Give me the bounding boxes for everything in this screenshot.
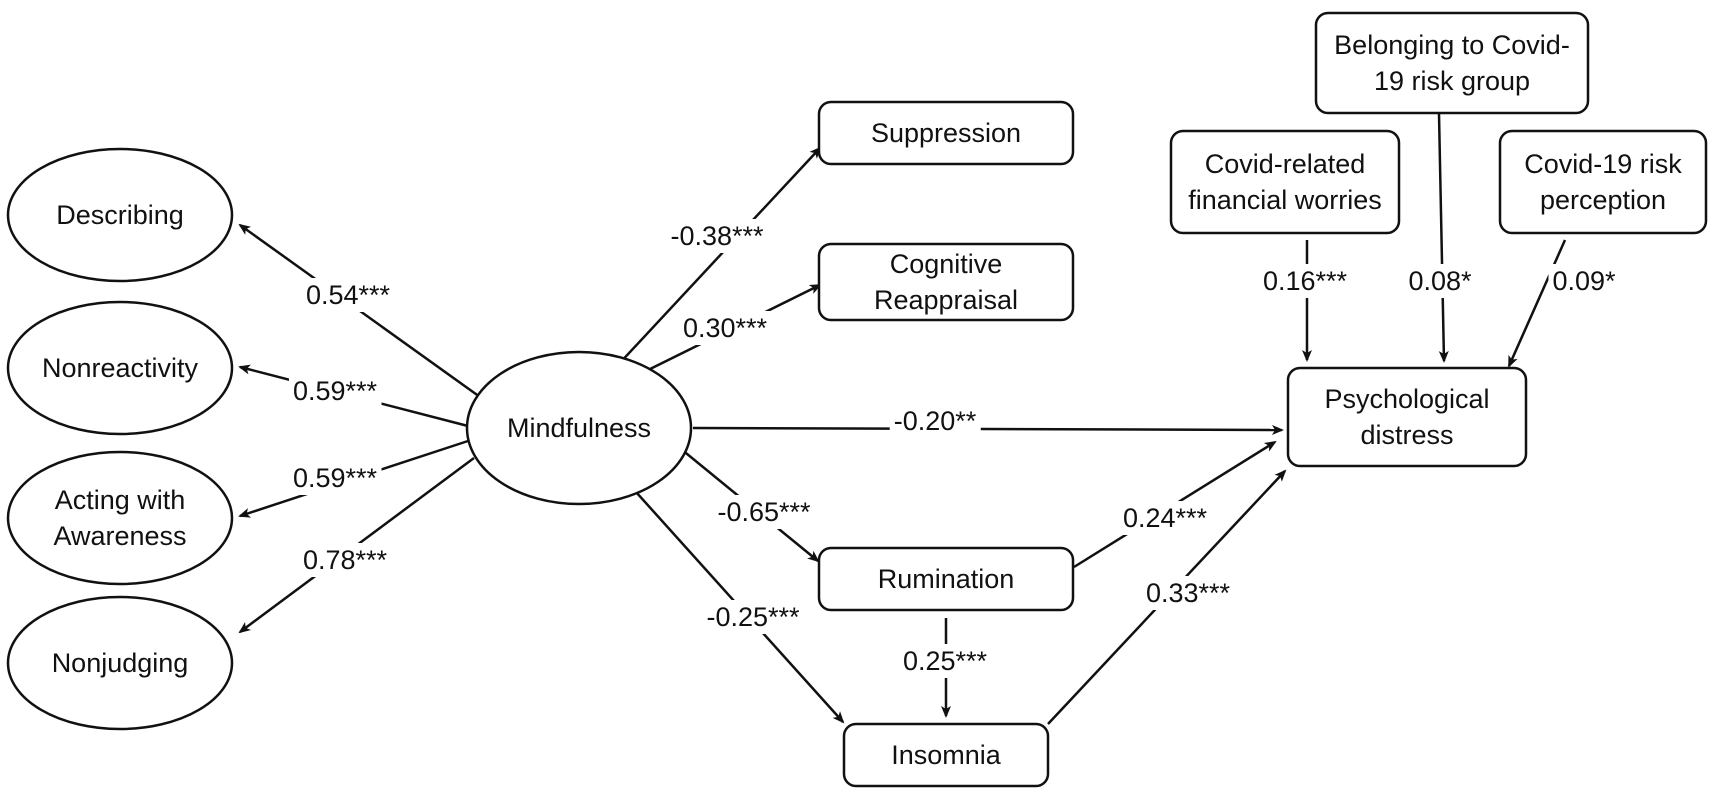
node-label: Reappraisal xyxy=(874,285,1018,315)
node-label: Rumination xyxy=(878,564,1015,594)
node-mindfulness: Mindfulness xyxy=(465,350,693,506)
edge-label-rumination-insomnia: 0.25*** xyxy=(898,644,992,678)
node-label: Mindfulness xyxy=(507,413,651,443)
node-insomnia: Insomnia xyxy=(842,722,1050,788)
edge-label-rumination-distress: 0.24*** xyxy=(1118,501,1212,535)
edge-coefficient: 0.78*** xyxy=(303,545,388,575)
node-label: perception xyxy=(1540,185,1666,215)
edge-coefficient: -0.65*** xyxy=(717,497,811,527)
edge-coefficient: -0.25*** xyxy=(706,602,800,632)
edge-coefficient: 0.33*** xyxy=(1146,578,1231,608)
box-shape xyxy=(817,100,1075,166)
node-label: Describing xyxy=(56,200,184,230)
edge-coefficient: 0.59*** xyxy=(293,463,378,493)
node-label: Nonjudging xyxy=(52,648,189,678)
edge-coefficient: 0.24*** xyxy=(1123,503,1208,533)
ellipse-shape xyxy=(6,595,234,731)
ellipse-shape xyxy=(6,300,234,436)
node-label: Awareness xyxy=(53,521,186,551)
node-label: Belonging to Covid- xyxy=(1334,30,1570,60)
node-suppression: Suppression xyxy=(817,100,1075,166)
node-label: financial worries xyxy=(1188,185,1382,215)
edge-label-financial-distress: 0.16*** xyxy=(1258,264,1352,298)
node-covid-risk-perception: Covid-19 risk perception xyxy=(1498,129,1708,235)
node-label: Cognitive xyxy=(890,249,1003,279)
box-shape xyxy=(1286,366,1528,468)
box-shape xyxy=(817,242,1075,322)
node-label: Suppression xyxy=(871,118,1021,148)
node-rumination: Rumination xyxy=(817,546,1075,612)
edge-label-mindfulness-acting: 0.59*** xyxy=(288,461,382,495)
edge-coefficient: 0.08* xyxy=(1408,266,1472,296)
edge-label-mindfulness-nonreactivity: 0.59*** xyxy=(288,374,382,408)
box-shape xyxy=(1314,11,1590,115)
node-label: distress xyxy=(1360,420,1453,450)
node-label: Covid-19 risk xyxy=(1524,149,1682,179)
box-shape xyxy=(817,546,1075,612)
node-covid-risk-group: Belonging to Covid- 19 risk group xyxy=(1314,11,1590,115)
box-shape xyxy=(1498,129,1708,235)
edge-coefficient: 0.30*** xyxy=(683,313,768,343)
edge-label-mindfulness-suppression: -0.38*** xyxy=(666,219,769,253)
edge-riskgroup-distress xyxy=(1437,113,1449,363)
edge-label-mindfulness-reappraisal: 0.30*** xyxy=(678,311,772,345)
edge-label-mindfulness-nonjudging: 0.78*** xyxy=(298,543,392,577)
edge-label-mindfulness-insomnia: -0.25*** xyxy=(702,600,805,634)
node-psychological-distress: Psychological distress xyxy=(1286,366,1528,468)
edge-coefficient: 0.59*** xyxy=(293,376,378,406)
node-label: Acting with xyxy=(55,485,186,515)
node-nonjudging: Nonjudging xyxy=(6,595,234,731)
edge-coefficient: 0.16*** xyxy=(1263,266,1348,296)
edge-coefficient: 0.54*** xyxy=(306,280,391,310)
node-label: Covid-related xyxy=(1205,149,1366,179)
edge-coefficient: -0.38*** xyxy=(670,221,764,251)
ellipse-shape xyxy=(6,450,234,586)
ellipse-shape xyxy=(6,147,234,283)
edge-coefficient: -0.20** xyxy=(894,406,977,436)
edge-coefficient: 0.25*** xyxy=(903,646,988,676)
edge-mindfulness-describing xyxy=(238,223,488,404)
edge-label-mindfulness-rumination: -0.65*** xyxy=(713,495,816,529)
node-covid-financial-worries: Covid-related financial worries xyxy=(1169,129,1401,235)
edge-coefficient: 0.09* xyxy=(1552,266,1616,296)
edge-label-mindfulness-distress: -0.20** xyxy=(889,404,981,438)
node-label: 19 risk group xyxy=(1374,66,1530,96)
edge-label-riskperception-distress: 0.09* xyxy=(1548,264,1621,298)
node-nonreactivity: Nonreactivity xyxy=(6,300,234,436)
box-shape xyxy=(842,722,1050,788)
node-label: Psychological xyxy=(1324,384,1489,414)
edge-riskperception-distress xyxy=(1507,239,1567,368)
edge-mindfulness-suppression xyxy=(616,146,822,367)
box-shape xyxy=(1169,129,1401,235)
node-label: Nonreactivity xyxy=(42,353,199,383)
node-label: Insomnia xyxy=(891,740,1002,770)
edge-label-mindfulness-describing: 0.54*** xyxy=(301,278,395,312)
ellipse-shape xyxy=(465,350,693,506)
node-describing: Describing xyxy=(6,147,234,283)
edge-label-riskgroup-distress: 0.08* xyxy=(1404,264,1477,298)
edge-label-insomnia-distress: 0.33*** xyxy=(1141,576,1235,610)
edge-mindfulness-distress xyxy=(692,424,1284,435)
